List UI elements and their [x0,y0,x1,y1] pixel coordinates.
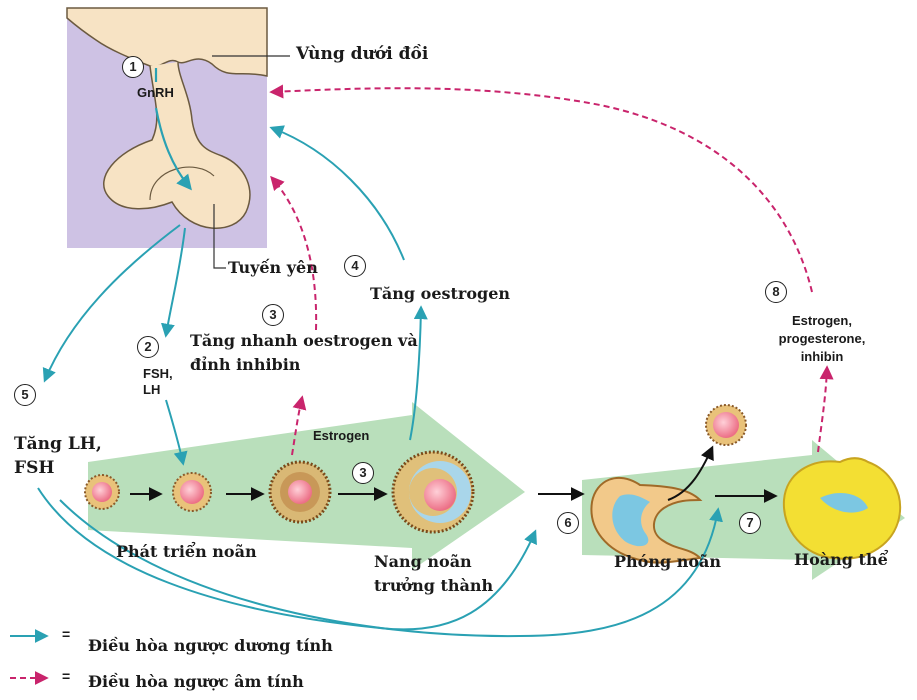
step-3-top: 3 [262,304,284,326]
hypothalamus-label: Vùng dưới đồi [296,44,428,64]
mature-follicle [393,452,473,532]
step-7: 7 [739,512,761,534]
released-ovum [706,405,746,445]
legend-positive-text: Điều hòa ngược dương tính [88,636,333,655]
mature-follicle-label: Nang noãn trưởng thành [374,550,524,598]
rapid-estrogen-label: Tăng nhanh oestrogen và đỉnh inhibin [190,329,430,377]
primordial-follicle [85,475,119,509]
fsh-lh-label: FSH, LH [143,366,177,398]
follicle-development-label: Phát triển noãn [116,542,257,561]
pituitary-label: Tuyến yên [228,258,318,277]
step-2: 2 [137,336,159,358]
increase-estrogen-label: Tăng oestrogen [370,284,510,303]
step-3-bottom: 3 [352,462,374,484]
step-8: 8 [765,281,787,303]
corpus-luteum-label: Hoàng thể [794,550,888,569]
hormones-8-label: Estrogen, progesterone, inhibin [756,312,888,366]
corpus-luteum [784,458,900,558]
primary-follicle [173,473,211,511]
ovulation-label: Phóng noãn [614,552,721,571]
step-6: 6 [557,512,579,534]
step-1: 1 [122,56,144,78]
legend-positive-symbol: = [62,626,70,642]
step-5: 5 [14,384,36,406]
estrogen-label: Estrogen [313,428,369,443]
secondary-follicle [270,462,330,522]
legend-negative-text: Điều hòa ngược âm tính [88,672,304,691]
legend-negative-symbol: = [62,668,70,684]
gnrh-label: GnRH [137,85,174,100]
step-4: 4 [344,255,366,277]
increase-lh-fsh-label: Tăng LH, FSH [14,432,124,480]
